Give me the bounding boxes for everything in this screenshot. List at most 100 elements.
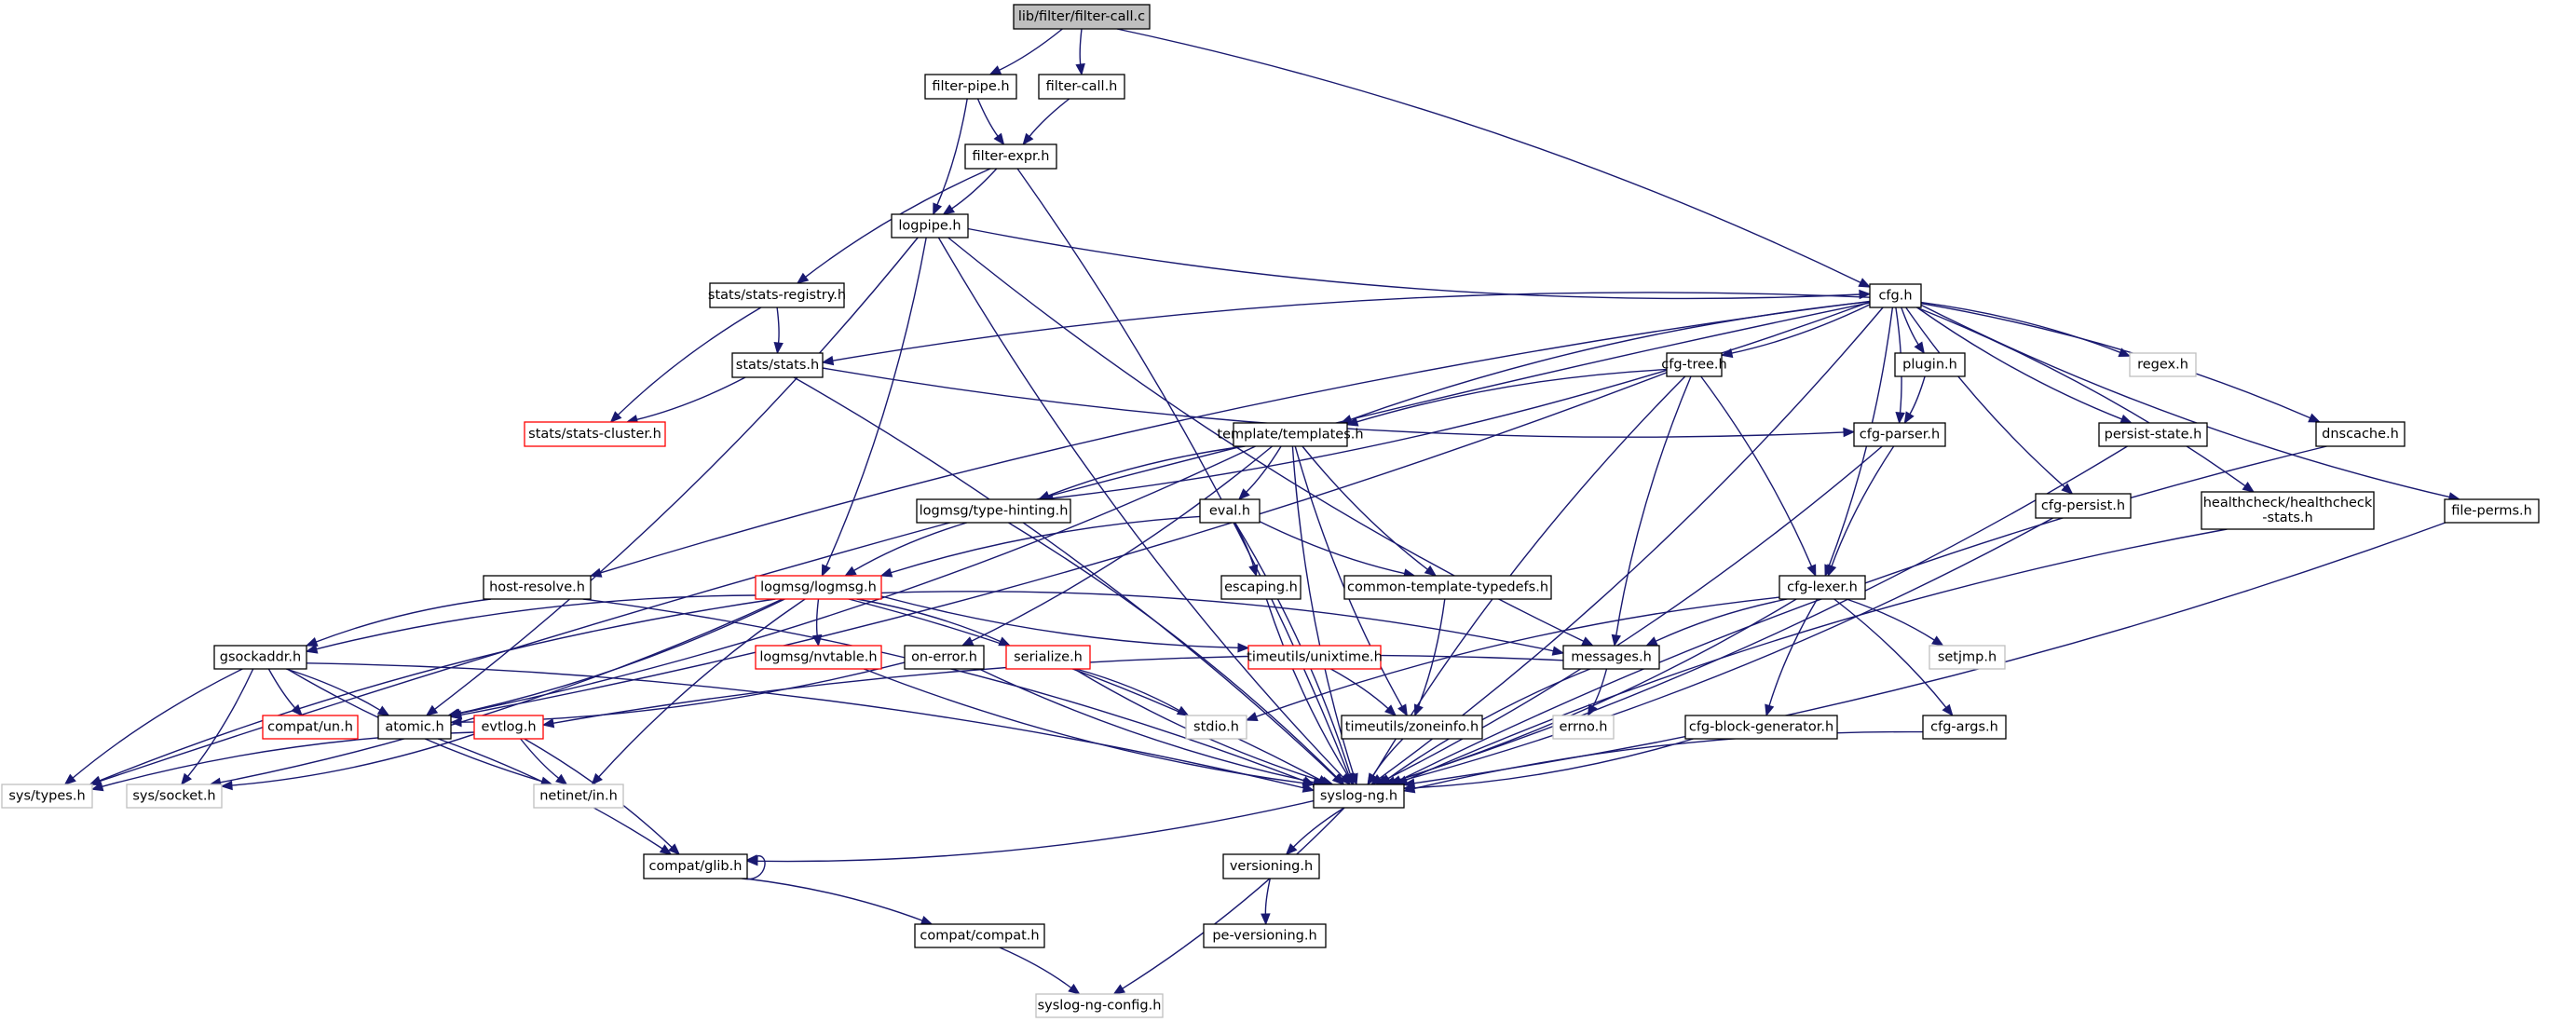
- node-box: [914, 923, 1045, 948]
- node-healthcheck-h[interactable]: healthcheck/healthcheck-stats.h: [2201, 491, 2375, 530]
- node-cfg-args-h[interactable]: cfg-args.h: [1922, 715, 2007, 740]
- node-cfg-lexer-h[interactable]: cfg-lexer.h: [1779, 575, 1866, 600]
- edge-line: [1591, 668, 1608, 708]
- node-box: [2201, 491, 2375, 530]
- node-ctt-h[interactable]: common-template-typedefs.h: [1343, 575, 1552, 600]
- node-on-error-h[interactable]: on-error.h: [904, 645, 985, 670]
- node-errno-h[interactable]: errno.h: [1552, 715, 1615, 740]
- node-cfg-persist-h[interactable]: cfg-persist.h: [2035, 493, 2132, 519]
- node-serialize-h[interactable]: serialize.h: [1005, 645, 1091, 670]
- node-evtlog-h[interactable]: evtlog.h: [473, 715, 544, 740]
- arrowhead-icon: [1551, 646, 1565, 656]
- node-cfg-block-generator-h[interactable]: cfg-block-generator.h: [1684, 715, 1838, 740]
- edge-logmsg-h-to-gsockaddr-h: [305, 594, 756, 654]
- node-type-hinting-h[interactable]: logmsg/type-hinting.h: [916, 498, 1071, 524]
- node-nvtable-h[interactable]: logmsg/nvtable.h: [755, 645, 882, 670]
- node-compat-compat-h[interactable]: compat/compat.h: [914, 923, 1045, 948]
- node-persist-state-h[interactable]: persist-state.h: [2098, 422, 2208, 447]
- node-compat-un-h[interactable]: compat/un.h: [262, 715, 359, 740]
- arrowhead-icon: [942, 204, 956, 215]
- edge-line: [219, 598, 784, 784]
- edge-cfg-h-to-plugin-h: [1901, 307, 1926, 355]
- edge-logmsg-h-to-unixtime-h: [880, 595, 1250, 653]
- edge-stats-h-to-stats-cluster-h: [625, 376, 746, 425]
- node-plugin-h[interactable]: plugin.h: [1894, 352, 1966, 377]
- arrowhead-icon: [1022, 132, 1034, 146]
- node-cfg-h[interactable]: cfg.h: [1869, 283, 1922, 308]
- node-box: [1779, 575, 1866, 600]
- node-box: [483, 575, 592, 600]
- node-filter-call-h[interactable]: filter-call.h: [1038, 74, 1125, 100]
- node-label: syslog-ng.h: [1320, 789, 1397, 804]
- node-atomic-h[interactable]: atomic.h: [377, 715, 452, 740]
- arrowhead-icon: [1245, 712, 1259, 722]
- node-stats-registry-h[interactable]: stats/stats-registry.h: [708, 282, 846, 308]
- node-logpipe-h[interactable]: logpipe.h: [891, 213, 969, 238]
- edge-stats-registry-h-to-stats-cluster-h: [609, 307, 762, 423]
- node-filter-call-c[interactable]: lib/filter/filter-call.c: [1013, 4, 1151, 30]
- edge-versioning-h-to-pe-versioning-h: [1261, 878, 1271, 926]
- node-label: logmsg/type-hinting.h: [920, 504, 1069, 519]
- node-stdio-h[interactable]: stdio.h: [1185, 715, 1247, 740]
- node-cfg-tree-h[interactable]: cfg-tree.h: [1661, 352, 1727, 377]
- node-box: [1562, 645, 1660, 670]
- node-versioning-h[interactable]: versioning.h: [1222, 853, 1320, 879]
- node-box: [904, 645, 985, 670]
- node-label: cfg-lexer.h: [1787, 580, 1858, 595]
- node-box: [1313, 784, 1405, 809]
- node-box: [1922, 715, 2007, 740]
- edge-line: [1371, 738, 1404, 777]
- arrowhead-icon: [541, 717, 555, 729]
- node-templates-h[interactable]: template/templates.h: [1217, 422, 1364, 447]
- node-setjmp-h[interactable]: setjmp.h: [1929, 645, 2006, 670]
- node-filter-pipe-h[interactable]: filter-pipe.h: [924, 74, 1017, 100]
- arrowhead-icon: [1261, 913, 1271, 926]
- node-box: [755, 645, 882, 670]
- arrowhead-icon: [1332, 773, 1345, 785]
- edge-line: [937, 237, 1344, 779]
- node-stats-h[interactable]: stats/stats.h: [731, 352, 824, 378]
- node-logmsg-h[interactable]: logmsg/logmsg.h: [755, 575, 882, 600]
- node-label: errno.h: [1560, 720, 1608, 735]
- edge-line: [582, 598, 1305, 783]
- node-sys-types-h[interactable]: sys/types.h: [1, 784, 93, 809]
- node-box: [891, 213, 969, 238]
- node-dnscache-h[interactable]: dnscache.h: [2315, 421, 2406, 447]
- arrowhead-icon: [555, 773, 568, 785]
- node-label: cfg-block-generator.h: [1689, 720, 1833, 735]
- node-compat-glib-h[interactable]: compat/glib.h: [643, 853, 748, 879]
- node-box: [1203, 923, 1327, 948]
- node-regex-h[interactable]: regex.h: [2129, 352, 2197, 377]
- node-gsockaddr-h[interactable]: gsockaddr.h: [213, 645, 307, 670]
- edge-line: [976, 98, 1000, 138]
- node-zoneinfo-h[interactable]: timeutils/zoneinfo.h: [1341, 715, 1483, 740]
- edge-ctt-h-to-zoneinfo-h: [1413, 598, 1446, 717]
- node-cfg-parser-h[interactable]: cfg-parser.h: [1853, 422, 1946, 447]
- node-box: [1552, 715, 1615, 740]
- node-syslog-ng-h[interactable]: syslog-ng.h: [1313, 784, 1405, 809]
- node-filter-expr-h[interactable]: filter-expr.h: [964, 143, 1057, 170]
- node-messages-h[interactable]: messages.h: [1562, 645, 1660, 670]
- edge-line: [1846, 598, 1936, 642]
- edge-line: [71, 668, 243, 780]
- node-syslog-ng-config-h[interactable]: syslog-ng-config.h: [1035, 993, 1164, 1018]
- node-host-resolve-h[interactable]: host-resolve.h: [483, 575, 592, 600]
- node-label: escaping.h: [1224, 580, 1298, 595]
- edge-cfg-args-h-to-syslog-ng-h: [1402, 730, 1924, 794]
- node-box: [2098, 422, 2208, 447]
- arrowhead-icon: [1384, 704, 1397, 716]
- arrowhead-icon: [2118, 347, 2132, 358]
- node-eval-h[interactable]: eval.h: [1199, 498, 1261, 524]
- arrowhead-icon: [1914, 341, 1926, 355]
- node-unixtime-h[interactable]: timeutils/unixtime.h: [1247, 645, 1383, 670]
- node-pe-versioning-h[interactable]: pe-versioning.h: [1203, 923, 1327, 948]
- edge-line: [756, 799, 1315, 863]
- node-escaping-h[interactable]: escaping.h: [1220, 575, 1302, 600]
- node-netinet-in-h[interactable]: netinet/in.h: [533, 784, 624, 809]
- arrowhead-icon: [1827, 564, 1837, 578]
- node-file-perms-h[interactable]: file-perms.h: [2444, 498, 2540, 524]
- node-sys-socket-h[interactable]: sys/socket.h: [126, 784, 223, 809]
- node-stats-cluster-h[interactable]: stats/stats-cluster.h: [524, 421, 666, 447]
- node-label: regex.h: [2137, 358, 2188, 373]
